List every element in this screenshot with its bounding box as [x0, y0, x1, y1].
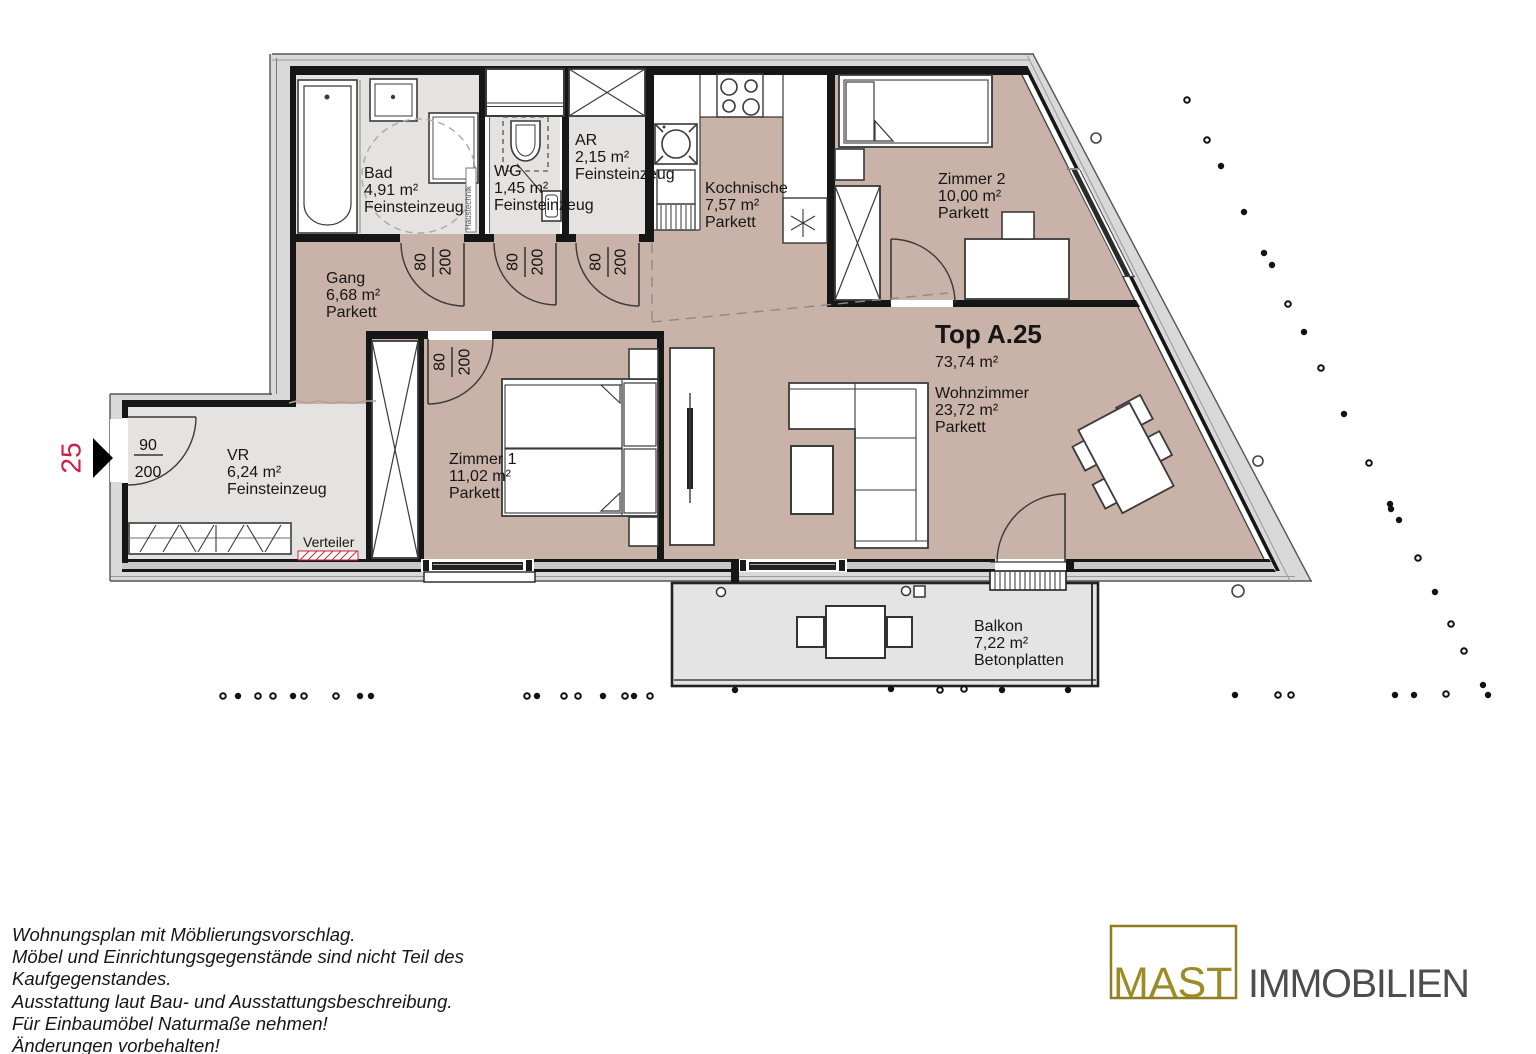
svg-text:Für Einbaumöbel Naturmaße nehm: Für Einbaumöbel Naturmaße nehmen! — [12, 1013, 328, 1034]
svg-text:Gang: Gang — [326, 270, 365, 287]
svg-text:IMMOBILIEN: IMMOBILIEN — [1248, 962, 1469, 1006]
svg-text:WG: WG — [494, 163, 522, 180]
svg-text:80: 80 — [505, 253, 522, 271]
svg-text:Verteiler: Verteiler — [303, 534, 355, 550]
svg-text:80: 80 — [432, 353, 449, 371]
svg-text:Feinsteinzeug: Feinsteinzeug — [494, 197, 594, 214]
svg-text:10,00 m²: 10,00 m² — [938, 188, 1002, 205]
svg-text:Parkett: Parkett — [449, 485, 500, 502]
svg-text:AR: AR — [575, 132, 597, 149]
svg-text:6,68 m²: 6,68 m² — [326, 287, 381, 304]
svg-text:200: 200 — [457, 349, 474, 376]
svg-text:200: 200 — [613, 249, 630, 276]
svg-text:11,02 m²: 11,02 m² — [449, 468, 512, 485]
svg-text:Haustechnik: Haustechnik — [464, 185, 473, 230]
svg-text:Ausstattung laut Bau- und Auss: Ausstattung laut Bau- und Ausstattungsbe… — [11, 991, 453, 1012]
svg-text:Parkett: Parkett — [326, 304, 377, 321]
svg-text:Bad: Bad — [364, 165, 392, 182]
svg-text:Parkett: Parkett — [938, 205, 989, 222]
svg-text:Parkett: Parkett — [935, 419, 986, 436]
svg-text:Balkon: Balkon — [974, 618, 1023, 635]
svg-text:MAST: MAST — [1113, 959, 1232, 1007]
svg-text:6,24 m²: 6,24 m² — [227, 464, 282, 481]
svg-text:23,72 m²: 23,72 m² — [935, 402, 999, 419]
svg-text:7,22 m²: 7,22 m² — [974, 635, 1029, 652]
svg-text:4,91 m²: 4,91 m² — [364, 182, 419, 199]
svg-text:Wohnzimmer: Wohnzimmer — [935, 385, 1030, 402]
svg-text:Kochnische: Kochnische — [705, 180, 788, 197]
svg-text:25: 25 — [56, 442, 87, 473]
svg-text:90: 90 — [139, 437, 157, 454]
svg-text:200: 200 — [530, 249, 547, 276]
svg-text:Feinsteinzeug: Feinsteinzeug — [575, 166, 675, 183]
svg-text:Parkett: Parkett — [705, 214, 756, 231]
svg-text:80: 80 — [413, 253, 430, 271]
svg-text:Zimmer 1: Zimmer 1 — [449, 451, 517, 468]
svg-text:1,45 m²: 1,45 m² — [494, 180, 549, 197]
svg-text:Zimmer 2: Zimmer 2 — [938, 171, 1006, 188]
svg-text:73,74 m²: 73,74 m² — [935, 354, 999, 371]
svg-text:2,15 m²: 2,15 m² — [575, 149, 630, 166]
svg-text:Möbel und Einrichtungsgegenstä: Möbel und Einrichtungsgegenstände sind n… — [12, 946, 464, 967]
svg-text:200: 200 — [438, 249, 455, 276]
svg-text:80: 80 — [588, 253, 605, 271]
svg-text:Top A.25: Top A.25 — [935, 319, 1042, 349]
svg-text:7,57 m²: 7,57 m² — [705, 197, 760, 214]
svg-text:Änderungen vorbehalten!: Änderungen vorbehalten! — [11, 1035, 220, 1054]
svg-text:200: 200 — [135, 464, 162, 481]
svg-text:Kaufgegenstandes.: Kaufgegenstandes. — [12, 968, 171, 989]
svg-text:VR: VR — [227, 447, 249, 464]
svg-text:Wohnungsplan mit Möblierungsvo: Wohnungsplan mit Möblierungsvorschlag. — [12, 924, 355, 945]
svg-text:Feinsteinzeug: Feinsteinzeug — [227, 481, 327, 498]
svg-text:Feinsteinzeug: Feinsteinzeug — [364, 199, 464, 216]
svg-text:Betonplatten: Betonplatten — [974, 652, 1064, 669]
